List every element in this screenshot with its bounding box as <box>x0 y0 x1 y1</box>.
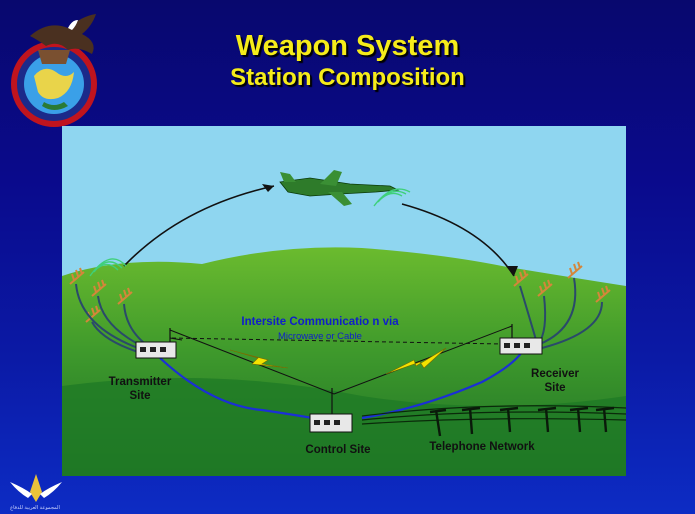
intersite-label: Intersite Communicatio n via <box>241 316 399 328</box>
arrow-head-up <box>262 184 274 192</box>
lightning-bolt-left <box>229 349 289 369</box>
transmitter-building <box>135 341 177 359</box>
lightning-bolt-right <box>385 347 447 375</box>
site-connection-cables <box>159 351 523 422</box>
telephone-network-lines <box>361 405 626 425</box>
control-site-label: Control Site <box>305 444 371 456</box>
receiver-site-label: Receiver Site <box>531 368 579 394</box>
winged-logo-icon <box>10 474 62 502</box>
transmitter-site-label: Transmitter Site <box>108 376 172 402</box>
control-building <box>309 413 353 433</box>
microwave-masts <box>169 324 513 416</box>
footer-logo-caption: المجموعة العربية للدفاع <box>10 505 60 511</box>
title-line-1: Weapon System <box>235 30 460 62</box>
intersite-sublabel: Microwave or Cable <box>278 331 362 342</box>
eagle-globe-emblem-icon <box>11 14 97 127</box>
title-line-2: Station Composition <box>230 64 465 91</box>
radar-wave-icon-tx <box>89 258 127 277</box>
receiver-building <box>499 337 543 355</box>
telephone-poles <box>429 406 615 437</box>
receiver-antenna-array <box>513 261 611 303</box>
arrow-head-down <box>506 266 518 276</box>
microwave-links <box>169 325 513 395</box>
radar-wave-icon <box>373 188 411 207</box>
telephone-network-label: Telephone Network <box>429 441 535 453</box>
jet-aircraft-icon <box>279 170 400 206</box>
station-composition-diagram <box>62 126 626 476</box>
flight-path <box>123 185 515 277</box>
